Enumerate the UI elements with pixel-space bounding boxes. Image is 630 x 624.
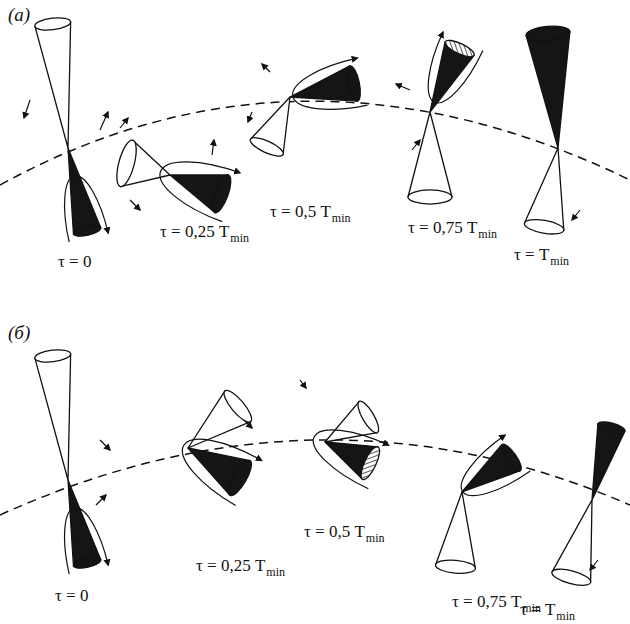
motion-arrow xyxy=(100,440,110,450)
time-value: τ = 0,25 T xyxy=(196,556,265,575)
cone-base xyxy=(113,138,140,188)
cone-base xyxy=(34,16,71,32)
subscript: min xyxy=(230,231,249,245)
spin-arrow xyxy=(182,439,261,505)
cone-base xyxy=(248,134,285,160)
motion-arrow xyxy=(572,210,580,220)
motion-arrow xyxy=(24,100,30,118)
time-label: τ = Tmin xyxy=(514,245,569,265)
dark-cone xyxy=(592,424,625,500)
cone-base xyxy=(357,444,383,481)
cone-base xyxy=(354,399,382,436)
time-value: τ = 0,5 T xyxy=(304,522,365,541)
motion-arrow xyxy=(212,140,214,155)
time-label: τ = 0,75 Tmin xyxy=(408,218,497,238)
cone-base xyxy=(344,65,363,103)
motion-arrow xyxy=(248,112,252,122)
time-label: τ = Tmin xyxy=(520,600,575,620)
panel-letter: (б) xyxy=(8,322,30,343)
subscript: min xyxy=(266,565,285,579)
cone-base xyxy=(224,457,255,498)
cone-base xyxy=(597,420,626,436)
time-value: τ = T xyxy=(514,245,549,264)
spin-arrow xyxy=(160,162,240,222)
time-label: τ = 0,25 Tmin xyxy=(160,222,249,242)
panel-letter: (a) xyxy=(8,4,30,25)
motion-arrow xyxy=(412,140,420,150)
time-label: τ = 0,25 Tmin xyxy=(196,556,285,576)
subscript: min xyxy=(332,211,351,225)
motion-arrow xyxy=(244,420,252,428)
spin-arrow xyxy=(428,32,483,103)
light-cone xyxy=(436,492,476,568)
cone-base xyxy=(72,223,101,238)
panel-label: (б) xyxy=(8,322,30,344)
motion-arrow xyxy=(300,380,306,388)
cone-base xyxy=(498,442,525,474)
time-label: τ = 0 xyxy=(55,586,88,606)
light-cone xyxy=(408,112,452,197)
time-value: τ = 0,5 T xyxy=(270,202,331,221)
motion-arrow xyxy=(130,200,140,210)
cone-base xyxy=(443,37,476,60)
time-value: τ = 0 xyxy=(55,586,88,605)
subscript: min xyxy=(478,227,497,241)
time-label: τ = 0 xyxy=(58,252,91,272)
dark-cone xyxy=(68,148,101,234)
motion-arrow xyxy=(100,112,108,130)
dark-cone xyxy=(526,32,570,148)
cone-base xyxy=(72,555,101,570)
spin-arrow xyxy=(65,176,109,243)
trajectory-arc xyxy=(0,101,630,185)
trajectory-arc xyxy=(0,440,630,515)
spin-arrow xyxy=(313,430,388,489)
panel-label: (a) xyxy=(8,4,30,26)
cone-base xyxy=(523,217,565,237)
subscript: min xyxy=(556,609,575,623)
time-value: τ = 0,25 T xyxy=(160,222,229,241)
time-value: τ = T xyxy=(520,600,555,619)
light-cone xyxy=(35,354,71,480)
time-label: τ = 0,5 Tmin xyxy=(270,202,350,222)
motion-arrow xyxy=(396,84,410,90)
cone-figures xyxy=(24,16,626,589)
motion-arrow xyxy=(262,64,270,72)
time-value: τ = 0,75 T xyxy=(408,218,477,237)
cone-base xyxy=(408,190,452,204)
time-label: τ = 0,5 Tmin xyxy=(304,522,384,542)
cone-base xyxy=(209,173,235,215)
cone-base xyxy=(435,559,476,575)
dark-cone xyxy=(68,480,101,566)
cone-base xyxy=(550,566,592,589)
motion-arrow xyxy=(96,495,106,505)
spin-arrow xyxy=(65,508,109,575)
cone-base xyxy=(525,25,570,43)
motion-arrow xyxy=(120,118,128,128)
subscript: min xyxy=(366,531,385,545)
cone-base xyxy=(220,387,256,426)
time-value: τ = 0 xyxy=(58,252,91,271)
spin-arrow xyxy=(461,435,530,496)
cone-base xyxy=(34,348,71,364)
subscript: min xyxy=(550,254,569,268)
spin-arrow xyxy=(293,58,368,109)
light-cone xyxy=(524,148,563,230)
motion-arrow xyxy=(590,560,598,570)
time-value: τ = 0,75 T xyxy=(452,592,521,611)
light-cone xyxy=(35,22,71,148)
